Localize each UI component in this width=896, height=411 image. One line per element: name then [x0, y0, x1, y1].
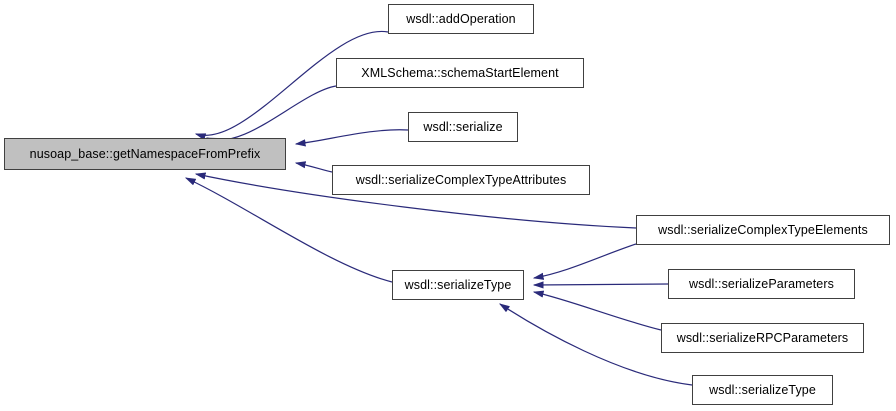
- graph-node-serialize[interactable]: wsdl::serialize: [408, 112, 518, 142]
- graph-node-label: wsdl::serializeParameters: [689, 276, 834, 291]
- graph-node-serializeTypeBottom[interactable]: wsdl::serializeType: [692, 375, 833, 405]
- graph-node-label: wsdl::serializeType: [404, 277, 512, 292]
- graph-edge: [194, 172, 637, 229]
- graph-node-label: wsdl::serializeComplexTypeElements: [658, 222, 868, 237]
- graph-node-label: wsdl::serialize: [423, 119, 503, 134]
- graph-node-label: XMLSchema::schemaStartElement: [361, 65, 559, 80]
- graph-node-label: nusoap_base::getNamespaceFromPrefix: [29, 146, 261, 161]
- graph-edge: [294, 129, 409, 147]
- graph-node-label: wsdl::serializeRPCParameters: [676, 330, 849, 345]
- graph-edge: [205, 85, 337, 145]
- edge-group: [184, 31, 693, 386]
- graph-edge: [532, 281, 669, 289]
- graph-edge: [184, 177, 393, 283]
- graph-node-root[interactable]: nusoap_base::getNamespaceFromPrefix: [4, 138, 286, 170]
- graph-node-serializeComplexTypeElements[interactable]: wsdl::serializeComplexTypeElements: [636, 215, 890, 245]
- graph-edge: [498, 303, 693, 386]
- graph-node-schemaStartElement[interactable]: XMLSchema::schemaStartElement: [336, 58, 584, 88]
- graph-node-addOperation[interactable]: wsdl::addOperation: [388, 4, 534, 34]
- graph-node-label: wsdl::serializeComplexTypeAttributes: [355, 172, 567, 187]
- graph-node-label: wsdl::addOperation: [406, 11, 516, 26]
- graph-edge: [532, 290, 662, 331]
- graph-node-serializeTypeMid[interactable]: wsdl::serializeType: [392, 270, 524, 300]
- graph-edge: [194, 31, 389, 141]
- graph-edge: [532, 243, 637, 280]
- graph-node-serializeRPCParameters[interactable]: wsdl::serializeRPCParameters: [661, 323, 864, 353]
- graph-node-serializeComplexTypeAttributes[interactable]: wsdl::serializeComplexTypeAttributes: [332, 165, 590, 195]
- graph-edge: [294, 161, 333, 173]
- graph-node-serializeParameters[interactable]: wsdl::serializeParameters: [668, 269, 855, 299]
- graph-node-label: wsdl::serializeType: [709, 382, 816, 397]
